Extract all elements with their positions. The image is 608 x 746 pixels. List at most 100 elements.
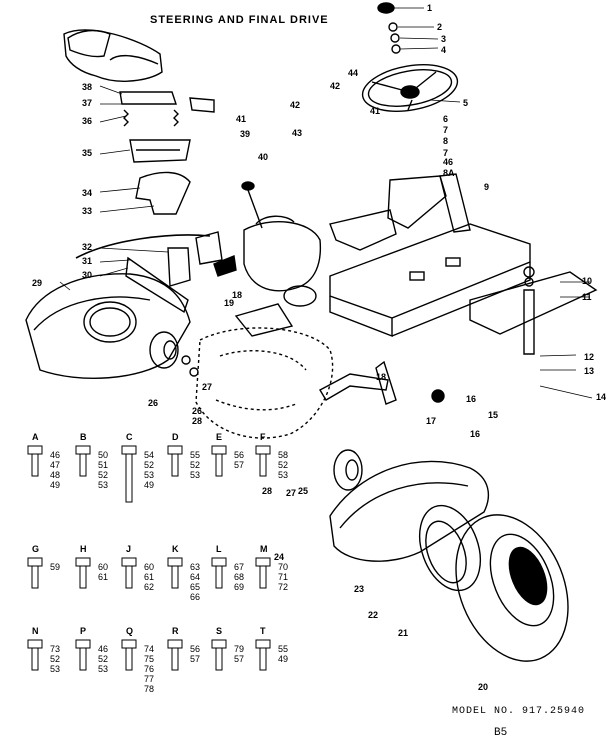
bolt-head-H xyxy=(75,557,91,567)
hardware-part-G-59: 59 xyxy=(50,562,60,572)
bolt-shank-F xyxy=(259,453,267,477)
callout-43: 43 xyxy=(292,128,302,138)
hardware-part-B-50: 50 xyxy=(98,450,108,460)
callout-6: 6 xyxy=(443,114,448,124)
hardware-part-E-57: 57 xyxy=(234,460,244,470)
callout-41: 41 xyxy=(370,106,380,116)
hardware-part-K-66: 66 xyxy=(190,592,200,602)
callout-4: 4 xyxy=(441,45,446,55)
bolt-shank-H xyxy=(79,565,87,589)
hardware-letter-Q: Q xyxy=(126,626,133,636)
hardware-letter-K: K xyxy=(172,544,179,554)
tire xyxy=(455,514,569,662)
callout-5: 5 xyxy=(463,98,468,108)
hardware-part-J-62: 62 xyxy=(144,582,154,592)
hardware-part-Q-74: 74 xyxy=(144,644,154,654)
hardware-letter-N: N xyxy=(32,626,39,636)
hardware-part-F-52: 52 xyxy=(278,460,288,470)
hardware-part-A-48: 48 xyxy=(50,470,60,480)
bolt-head-L xyxy=(211,557,227,567)
hardware-letter-G: G xyxy=(32,544,39,554)
bolt-shank-A xyxy=(31,453,39,477)
hardware-part-D-53: 53 xyxy=(190,470,200,480)
callout-13: 13 xyxy=(584,366,594,376)
callout-8: 8 xyxy=(443,136,448,146)
left-fender xyxy=(25,273,191,379)
callout-22: 22 xyxy=(368,610,378,620)
hardware-part-D-52: 52 xyxy=(190,460,200,470)
callout-37: 37 xyxy=(82,98,92,108)
hardware-letter-S: S xyxy=(216,626,222,636)
bolt-head-C xyxy=(121,445,137,455)
bolt-shank-S xyxy=(215,647,223,671)
callout-17: 17 xyxy=(426,416,436,426)
bolt-head-M xyxy=(255,557,271,567)
bolt-shank-T xyxy=(259,647,267,671)
callout-16: 16 xyxy=(470,429,480,439)
hardware-letter-E: E xyxy=(216,432,222,442)
bolt-head-R xyxy=(167,639,183,649)
bolt-head-F xyxy=(255,445,271,455)
hardware-part-R-56: 56 xyxy=(190,644,200,654)
callout-18: 18 xyxy=(232,290,242,300)
callout-10: 10 xyxy=(582,276,592,286)
hardware-part-Q-77: 77 xyxy=(144,674,154,684)
callout-36: 36 xyxy=(82,116,92,126)
bolt-head-N xyxy=(27,639,43,649)
hardware-part-A-47: 47 xyxy=(50,460,60,470)
callout-12: 12 xyxy=(584,352,594,362)
hardware-part-H-61: 61 xyxy=(98,572,108,582)
diagram-title: STEERING AND FINAL DRIVE xyxy=(150,14,329,26)
hardware-letter-T: T xyxy=(260,626,266,636)
hardware-part-F-53: 53 xyxy=(278,470,288,480)
callout-7: 7 xyxy=(443,148,448,158)
callout-32: 32 xyxy=(82,242,92,252)
hardware-letter-B: B xyxy=(80,432,87,442)
callout-44: 44 xyxy=(348,68,358,78)
bolt-head-B xyxy=(75,445,91,455)
hardware-part-C-54: 54 xyxy=(144,450,154,460)
steering-wheel xyxy=(361,64,459,112)
bolt-head-G xyxy=(27,557,43,567)
bolt-shank-J xyxy=(125,565,133,589)
hardware-part-A-46: 46 xyxy=(50,450,60,460)
hardware-part-F-58: 58 xyxy=(278,450,288,460)
bolt-head-K xyxy=(167,557,183,567)
callout-46: 46 xyxy=(443,157,453,167)
bolt-shank-E xyxy=(215,453,223,477)
callout-31: 31 xyxy=(82,256,92,266)
hardware-part-Q-76: 76 xyxy=(144,664,154,674)
callout-14: 14 xyxy=(596,392,606,402)
hardware-part-S-57: 57 xyxy=(234,654,244,664)
callout-25: 25 xyxy=(298,486,308,496)
hardware-part-H-60: 60 xyxy=(98,562,108,572)
hardware-part-P-52: 52 xyxy=(98,654,108,664)
callout-34: 34 xyxy=(82,188,92,198)
hardware-part-A-49: 49 xyxy=(50,480,60,490)
hardware-part-J-60: 60 xyxy=(144,562,154,572)
bolt-shank-C xyxy=(125,453,133,503)
hardware-part-K-65: 65 xyxy=(190,582,200,592)
hardware-part-D-55: 55 xyxy=(190,450,200,460)
hardware-part-K-64: 64 xyxy=(190,572,200,582)
hardware-part-S-79: 79 xyxy=(234,644,244,654)
callout-7: 7 xyxy=(443,125,448,135)
hardware-part-L-68: 68 xyxy=(234,572,244,582)
callout-2: 2 xyxy=(437,22,442,32)
callout-35: 35 xyxy=(82,148,92,158)
hardware-part-C-53: 53 xyxy=(144,470,154,480)
callout-15: 15 xyxy=(488,410,498,420)
hardware-part-P-53: 53 xyxy=(98,664,108,674)
bolt-shank-K xyxy=(171,565,179,589)
hardware-part-Q-75: 75 xyxy=(144,654,154,664)
bolt-head-S xyxy=(211,639,227,649)
callout-26: 26 xyxy=(192,406,202,416)
hardware-chart xyxy=(27,445,271,671)
callout-11: 11 xyxy=(582,292,592,302)
callout-42: 42 xyxy=(330,81,340,91)
bolt-shank-G xyxy=(31,565,39,589)
bolt-head-J xyxy=(121,557,137,567)
bolt-shank-L xyxy=(215,565,223,589)
